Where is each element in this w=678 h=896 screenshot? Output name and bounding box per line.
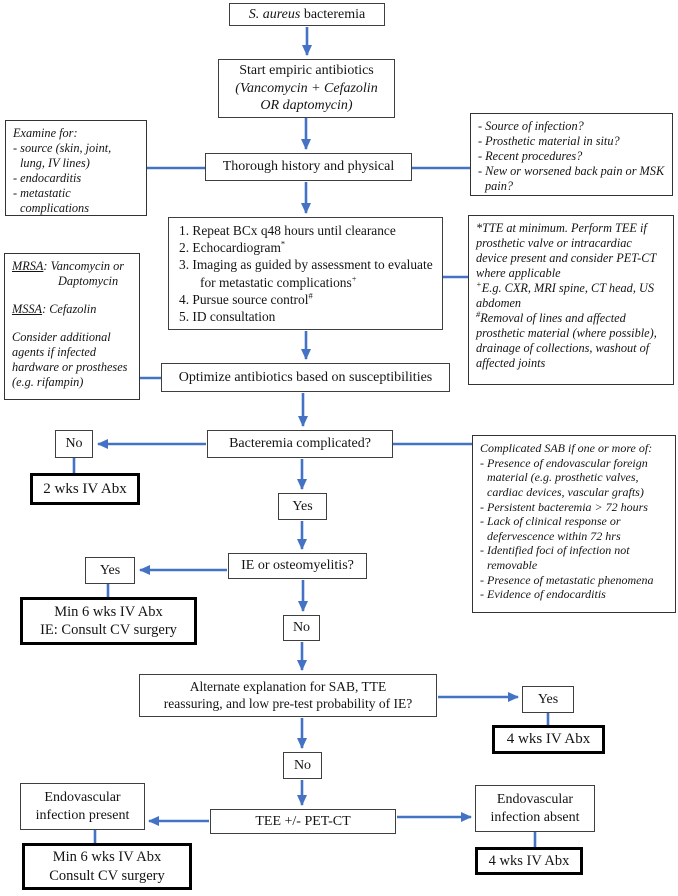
- note-item: - Persistent bacteremia > 72 hours: [480, 499, 648, 514]
- label-no-uncomplicated: No: [55, 430, 93, 458]
- note-item: - Presence of endovascular foreign mater…: [480, 455, 648, 499]
- note-organism-therapy: MRSA: Vancomycin or Daptomycin MSSA: Cef…: [4, 253, 140, 400]
- note-item: - Recent procedures?: [478, 149, 583, 163]
- label-no-alternate: No: [283, 752, 322, 779]
- label-yes-ie-osteo: Yes: [85, 557, 135, 584]
- note-item: - Prosthetic material in situ?: [478, 134, 620, 148]
- node-workup-list: 1. Repeat BCx q48 hours until clearance …: [168, 217, 443, 330]
- workup-item: 3. Imaging as guided by assessment to ev…: [179, 257, 433, 290]
- note-item: - Lack of clinical response or defervesc…: [480, 514, 621, 543]
- outcome-min6wks-ie-cv-surgery: Min 6 wks IV Abx IE: Consult CV surgery: [20, 597, 197, 645]
- outcome-4wks-iv-abx-alternate: 4 wks IV Abx: [492, 725, 605, 754]
- note-item: - Evidence of endocarditis: [480, 587, 606, 602]
- note-item: - Source of infection?: [478, 119, 584, 133]
- node-bacteremia-complicated: Bacteremia complicated?: [207, 430, 393, 458]
- label-yes-alternate: Yes: [522, 686, 574, 713]
- node-optimize-antibiotics: Optimize antibiotics based on susceptibi…: [161, 363, 450, 392]
- node-empiric-antibiotics: Start empiric antibiotics (Vancomycin + …: [218, 59, 395, 118]
- note-item: - Presence of metastatic phenomena: [480, 572, 654, 587]
- node-s-aureus-bacteremia: S. aureus bacteremia: [229, 3, 385, 26]
- workup-item: 2. Echocardiogram*: [179, 239, 286, 256]
- note-item: - New or worsened back pain or MSK pain?: [478, 164, 665, 193]
- note-footnotes: *TTE at minimum. Perform TEE if prosthet…: [468, 215, 674, 385]
- node-alternate-explanation: Alternate explanation for SAB, TTE reass…: [139, 674, 437, 717]
- label-yes-complicated: Yes: [278, 493, 327, 520]
- node-ie-or-osteomyelitis: IE or osteomyelitis?: [228, 553, 367, 579]
- footnote-star: *TTE at minimum. Perform TEE if prosthet…: [476, 221, 657, 280]
- footnote-hash: #Removal of lines and affected prostheti…: [476, 308, 657, 370]
- outcome-min6wks-cv-surgery: Min 6 wks IV Abx Consult CV surgery: [22, 843, 192, 890]
- note-item: - endocarditis: [13, 171, 82, 185]
- note-examine-for: Examine for: - source (skin, joint, lung…: [5, 120, 147, 216]
- outcome-2wks-iv-abx: 2 wks IV Abx: [30, 473, 140, 505]
- footnote-plus: +E.g. CXR, MRI spine, CT head, US abdome…: [476, 278, 655, 310]
- node-endovascular-present: Endovascular infection present: [20, 783, 145, 830]
- mrsa-label: MRSA: [12, 259, 44, 273]
- note-item: - Identified foci of infection not remov…: [480, 543, 630, 572]
- workup-item: 5. ID consultation: [179, 308, 276, 324]
- note-item: - source (skin, joint, lung, IV lines): [13, 141, 112, 170]
- outcome-4wks-iv-abx-absent: 4 wks IV Abx: [475, 847, 583, 875]
- additional-agents-note: Consider additional agents if infected h…: [12, 330, 128, 389]
- organism-name: S. aureus: [248, 6, 301, 22]
- note-item: - metastatic complications: [13, 186, 89, 215]
- workup-item: 4. Pursue source control#: [179, 290, 313, 307]
- label-no-ie-osteo: No: [283, 615, 320, 641]
- node-history-physical: Thorough history and physical: [205, 153, 412, 181]
- note-complicated-sab-criteria: Complicated SAB if one or more of: - Pre…: [472, 435, 676, 613]
- note-assessment-questions: - Source of infection? - Prosthetic mate…: [470, 113, 673, 196]
- node-endovascular-absent: Endovascular infection absent: [475, 785, 595, 832]
- mssa-label: MSSA: [12, 302, 43, 316]
- node-tee-petct: TEE +/- PET-CT: [210, 809, 396, 834]
- workup-item: 1. Repeat BCx q48 hours until clearance: [179, 223, 396, 239]
